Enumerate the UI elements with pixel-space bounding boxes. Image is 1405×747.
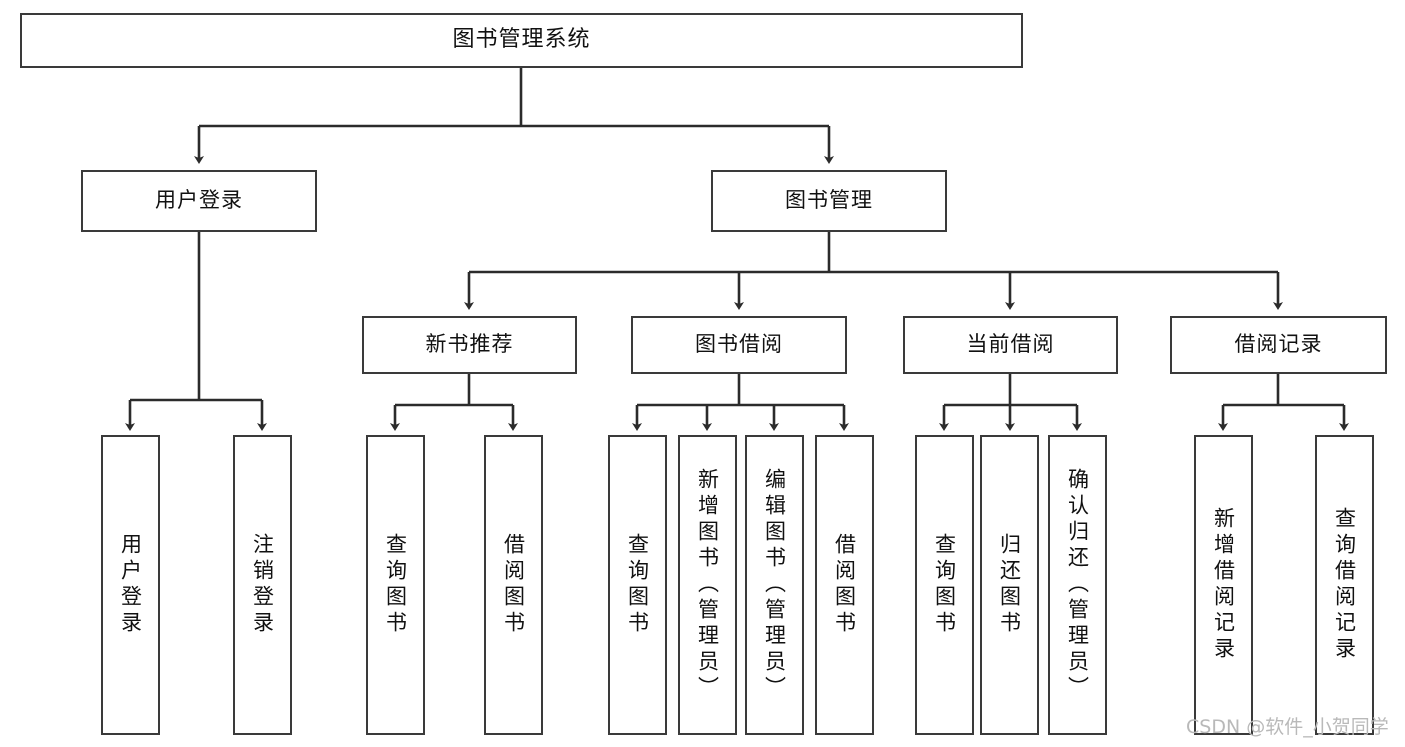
node-label: 图书管理系统 (452, 27, 591, 53)
leaf-borrow-edit-book-admin[interactable]: 编辑图书（管理员） (745, 435, 804, 735)
node-current-borrow[interactable]: 当前借阅 (903, 316, 1118, 374)
node-label: 归还图书 (997, 533, 1022, 637)
node-new-book-recommend[interactable]: 新书推荐 (362, 316, 577, 374)
node-label: 借阅记录 (1234, 332, 1323, 357)
leaf-record-query-record[interactable]: 查询借阅记录 (1315, 435, 1374, 735)
leaf-current-return-book[interactable]: 归还图书 (980, 435, 1039, 735)
node-user-login[interactable]: 用户登录 (81, 170, 317, 232)
node-label: 图书管理 (785, 188, 873, 213)
leaf-borrow-add-book-admin[interactable]: 新增图书（管理员） (678, 435, 737, 735)
node-root-system[interactable]: 图书管理系统 (20, 13, 1023, 68)
leaf-user-login-logout[interactable]: 注销登录 (233, 435, 292, 735)
node-label: 借阅图书 (501, 533, 526, 637)
csdn-watermark: CSDN @软件_小贺同学 (1186, 716, 1389, 738)
node-label: 新增借阅记录 (1211, 507, 1236, 663)
leaf-current-confirm-return-admin[interactable]: 确认归还（管理员） (1048, 435, 1107, 735)
node-label: 查询图书 (383, 533, 408, 637)
node-label: 查询借阅记录 (1332, 507, 1357, 663)
node-label: 查询图书 (625, 533, 650, 637)
node-label: 用户登录 (118, 533, 143, 637)
node-label: 新增图书（管理员） (695, 468, 720, 702)
node-label: 新书推荐 (425, 332, 514, 357)
node-label: 查询图书 (932, 533, 957, 637)
node-borrow-record[interactable]: 借阅记录 (1170, 316, 1387, 374)
leaf-recommend-query-book[interactable]: 查询图书 (366, 435, 425, 735)
leaf-current-query-book[interactable]: 查询图书 (915, 435, 974, 735)
node-label: 借阅图书 (832, 533, 857, 637)
node-label: 注销登录 (250, 533, 275, 637)
node-book-borrow[interactable]: 图书借阅 (631, 316, 847, 374)
leaf-recommend-borrow-book[interactable]: 借阅图书 (484, 435, 543, 735)
leaf-user-login-login[interactable]: 用户登录 (101, 435, 160, 735)
leaf-borrow-borrow-book[interactable]: 借阅图书 (815, 435, 874, 735)
node-label: 图书借阅 (695, 332, 783, 357)
node-label: 当前借阅 (966, 332, 1055, 357)
leaf-borrow-query-book[interactable]: 查询图书 (608, 435, 667, 735)
leaf-record-add-record[interactable]: 新增借阅记录 (1194, 435, 1253, 735)
node-book-management[interactable]: 图书管理 (711, 170, 947, 232)
node-label: 编辑图书（管理员） (762, 468, 787, 702)
node-label: 用户登录 (155, 188, 243, 213)
node-label: 确认归还（管理员） (1065, 468, 1090, 702)
